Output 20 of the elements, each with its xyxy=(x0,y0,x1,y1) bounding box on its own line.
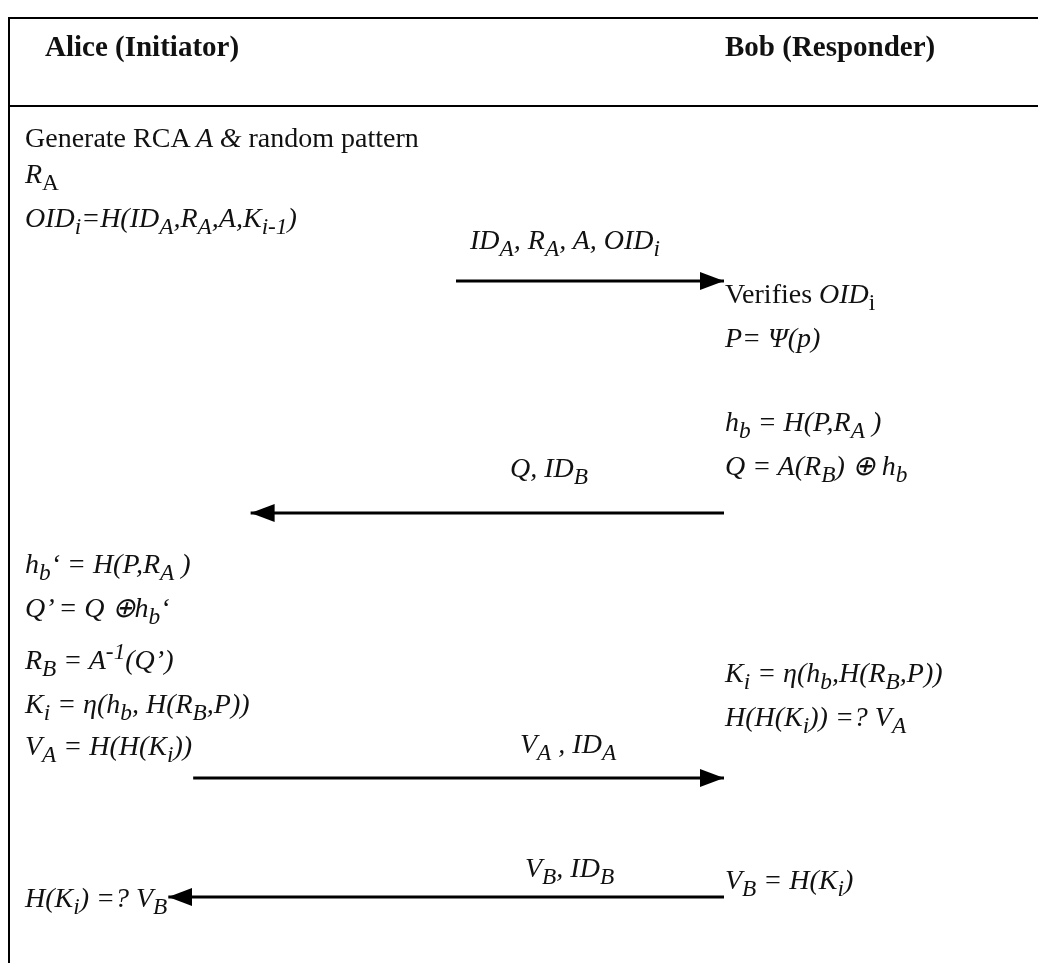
formula-text: K$_{i}$ = η(h$_{b}$,H(R$_{B}$,P)) xyxy=(725,656,944,696)
formula-text: h$_{b}$ = H(P,R$_{A}$ ) xyxy=(725,405,883,445)
formula-text: H(H(K$_{i}$)) =? V$_{A}$ xyxy=(725,699,908,740)
arrow xyxy=(250,504,724,522)
arrow xyxy=(193,769,724,787)
formula-text: P= Ψ(p) xyxy=(725,320,822,355)
step-text: Verifies OID$_{i}$ xyxy=(725,277,876,317)
column-heading: Bob (Responder) xyxy=(725,29,936,64)
formula-text: Q’ = Q ⊕h$_{b}$‘ xyxy=(25,590,171,631)
formula-text: h$_{b}$‘ = H(P,R$_{A}$ ) xyxy=(25,547,192,587)
formula-text: Q = A(R$_{B}$) ⊕ h$_{b}$ xyxy=(725,448,908,489)
formula-text: OID$_{i}$=H(ID$_{A}$,R$_{A}$,A,K$_{i-1}$) xyxy=(25,200,298,241)
formula-text: H(K$_{i}$) =? V$_{B}$ xyxy=(25,881,168,921)
formula-text: V$_{A}$ = H(H(K$_{i}$)) xyxy=(25,729,193,769)
column-heading: Alice (Initiator) xyxy=(45,29,240,64)
formula-text: R$_{B}$ = A$^{-1}$(Q’) xyxy=(25,637,175,684)
formula-text: V$_{B}$ = H(K$_{i}$) xyxy=(725,863,854,903)
arrow xyxy=(456,272,724,290)
formula-text: K$_{i}$ = η(h$_{b}$, H(R$_{B}$,P)) xyxy=(25,687,250,727)
arrow xyxy=(168,888,724,906)
